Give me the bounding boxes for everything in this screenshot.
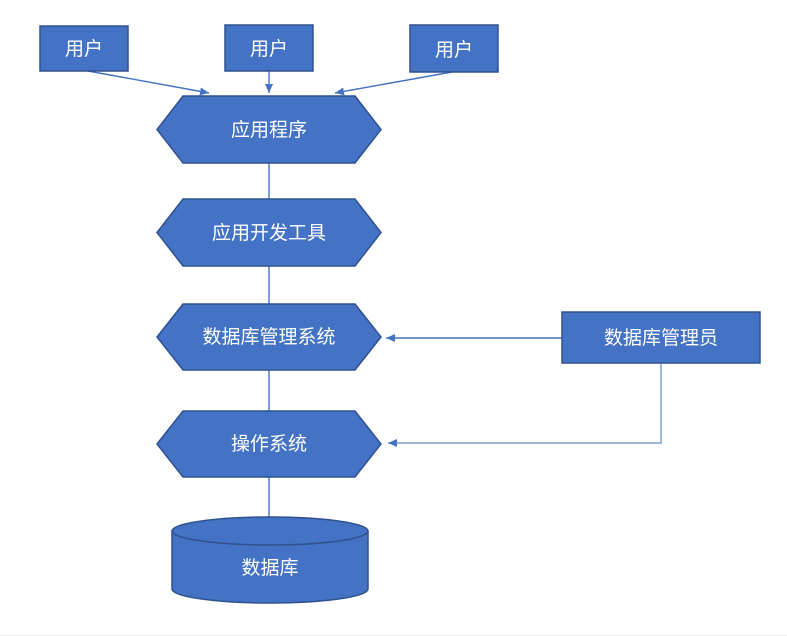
node-admin: 数据库管理员 <box>561 311 761 364</box>
application-label: 应用程序 <box>231 119 307 141</box>
user-label: 用户 <box>250 38 288 60</box>
node-user-3: 用户 <box>409 24 499 73</box>
cylinder-body <box>171 530 369 604</box>
user-label: 用户 <box>65 38 103 60</box>
user-label: 用户 <box>435 39 473 61</box>
arrow-user3-to-app <box>334 71 453 96</box>
application-hexagon <box>156 95 382 164</box>
arrow-user1-to-app <box>87 70 210 96</box>
node-database: 数据库 <box>171 516 369 604</box>
os-label: 操作系统 <box>231 433 307 455</box>
node-dev-tools: 应用开发工具 <box>156 198 382 267</box>
dbms-hexagon <box>156 303 382 371</box>
node-application: 应用程序 <box>156 95 382 164</box>
dbms-label: 数据库管理系统 <box>202 326 335 348</box>
node-os: 操作系统 <box>156 410 382 478</box>
dev-tools-hexagon <box>156 198 382 267</box>
node-dbms: 数据库管理系统 <box>156 303 382 371</box>
user-box <box>39 25 129 72</box>
node-user-1: 用户 <box>39 25 129 72</box>
user-box <box>224 24 314 72</box>
admin-box <box>561 311 761 364</box>
cylinder-top <box>171 516 369 546</box>
user-box <box>409 24 499 73</box>
database-label: 数据库 <box>241 557 298 579</box>
os-hexagon <box>156 410 382 478</box>
node-user-2: 用户 <box>224 24 314 72</box>
admin-label: 数据库管理员 <box>604 327 718 349</box>
dev-tools-label: 应用开发工具 <box>212 222 326 244</box>
arrow-admin-to-os <box>388 363 662 447</box>
